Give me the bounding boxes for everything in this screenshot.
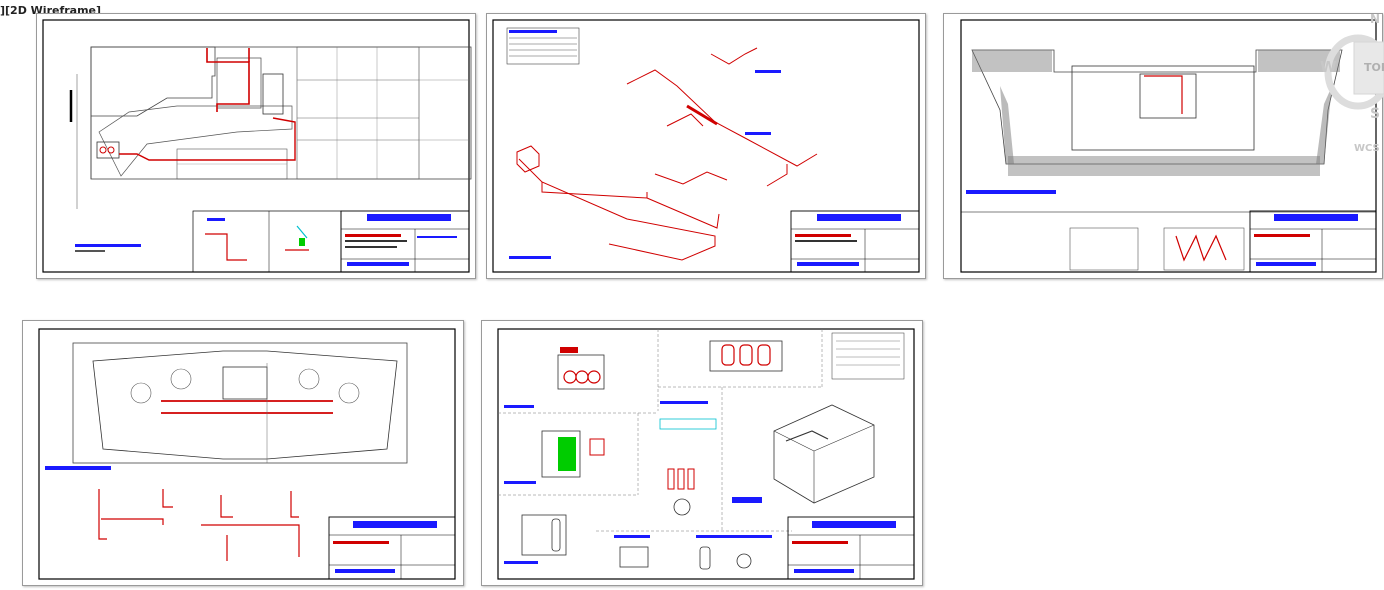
viewcube-wcs-menu[interactable]: WCS — [1354, 143, 1380, 154]
viewcube[interactable]: N W TOP S WCS — [1318, 12, 1384, 172]
viewcube-west-label[interactable]: W — [1320, 58, 1337, 76]
drawing-sheet-5[interactable] — [481, 320, 923, 586]
viewcube-south-label[interactable]: S — [1370, 106, 1381, 122]
viewcube-top-face[interactable]: TOP — [1364, 61, 1384, 74]
drawing-sheet-1[interactable] — [36, 13, 476, 279]
drawing-sheet-4[interactable] — [22, 320, 464, 586]
viewcube-north-label[interactable]: N — [1370, 12, 1381, 26]
drawing-sheet-2[interactable] — [486, 13, 926, 279]
drawing-sheet-3[interactable] — [943, 13, 1383, 279]
